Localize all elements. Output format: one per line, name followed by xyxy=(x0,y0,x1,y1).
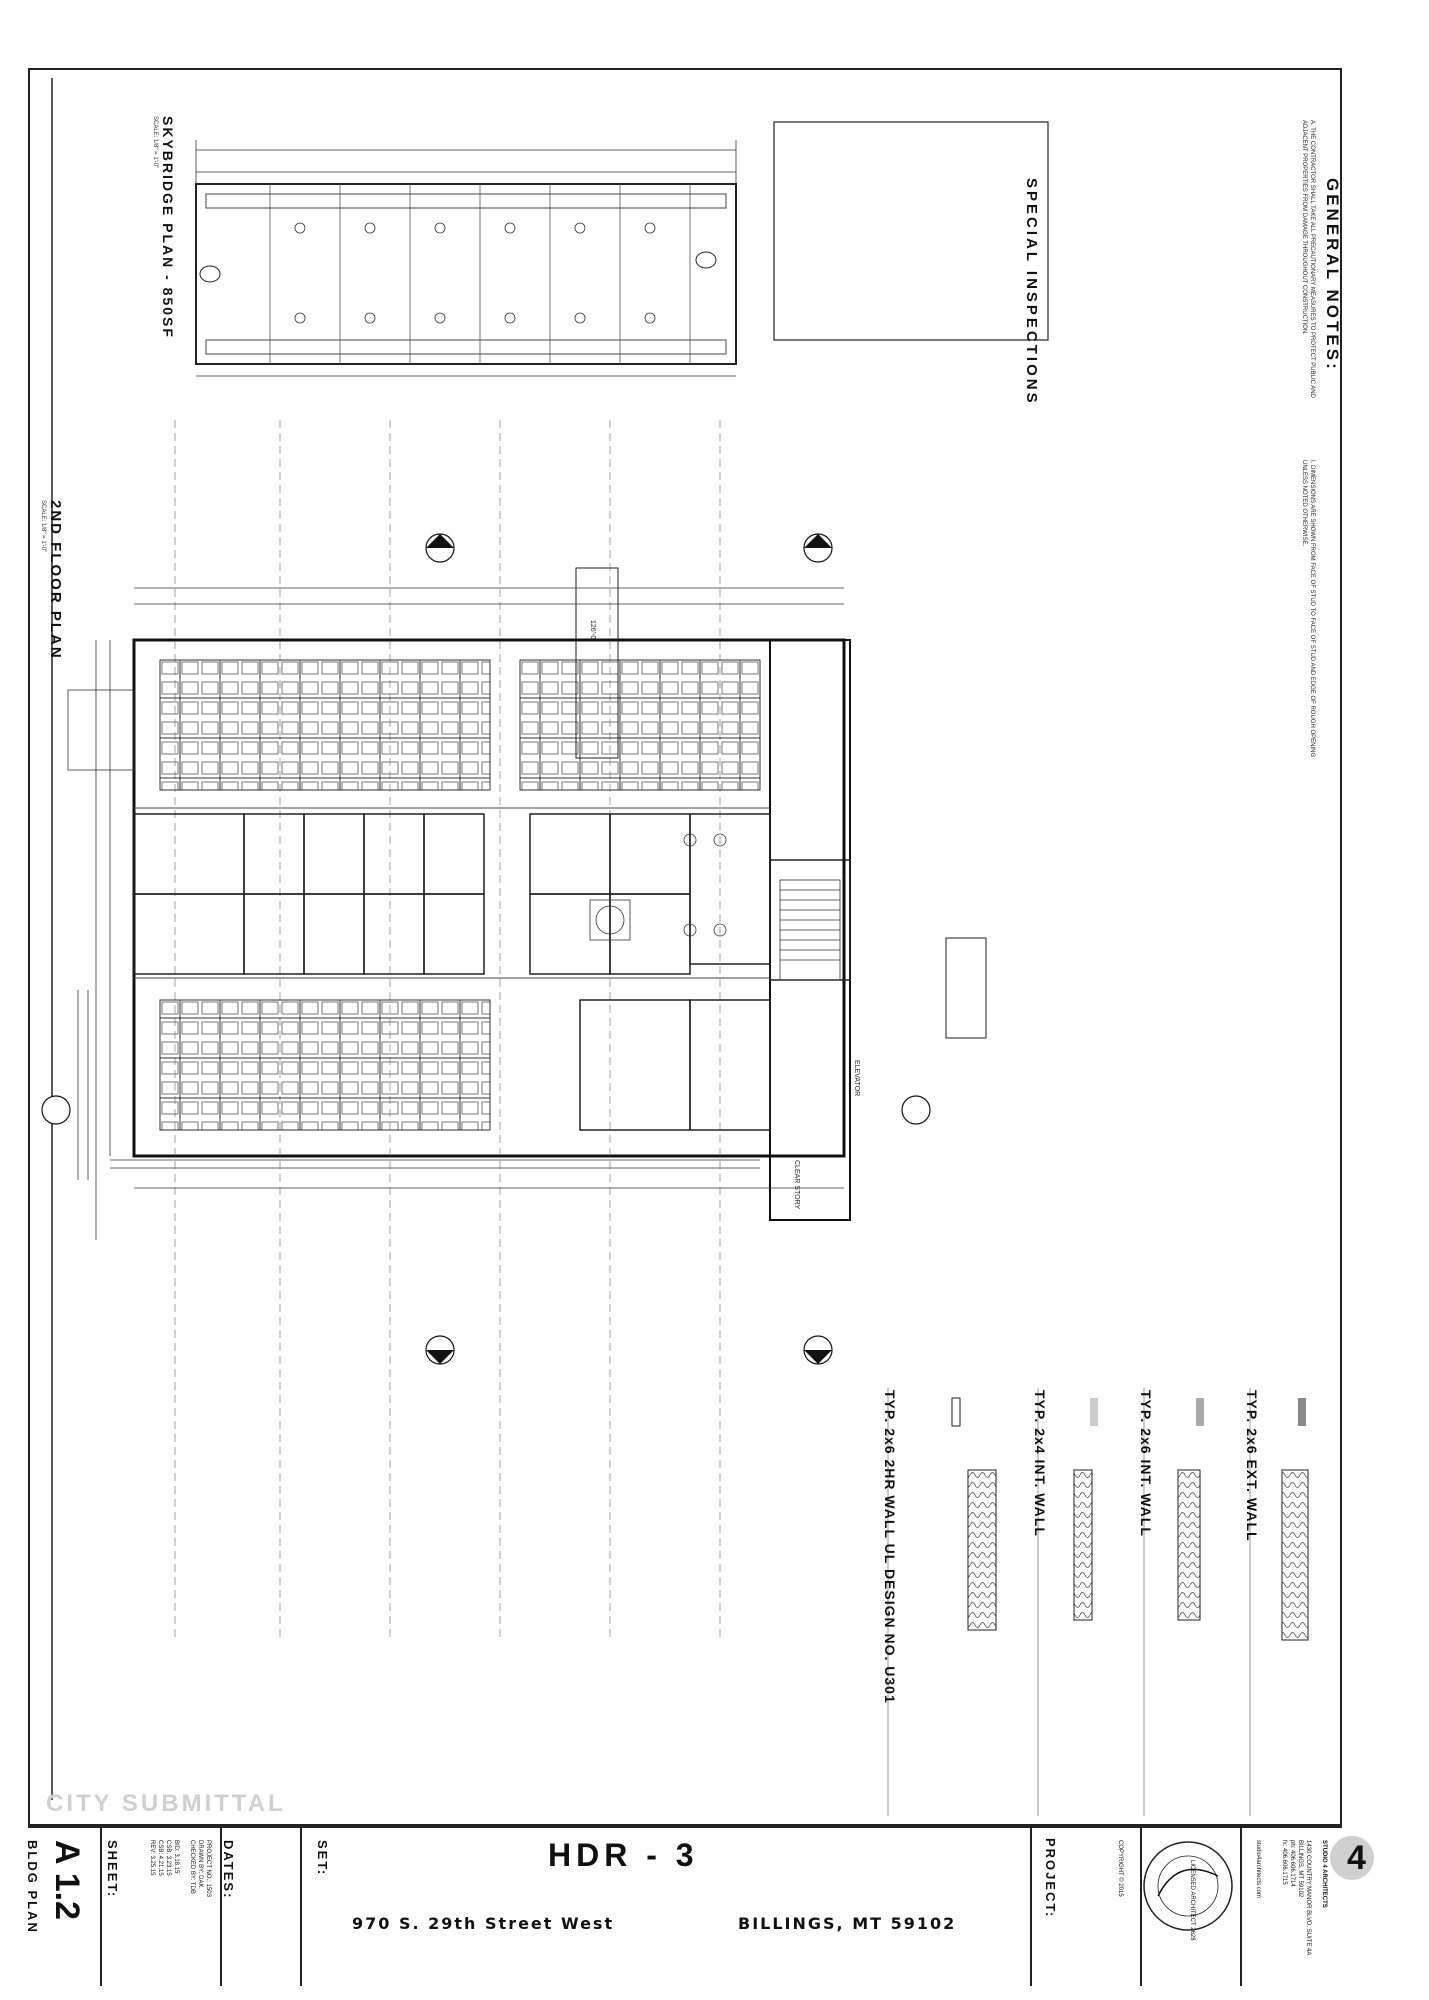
tb-divider xyxy=(1240,1826,1242,1986)
floor-plan-title: 2ND FLOOR PLAN xyxy=(47,500,64,660)
studio4-logo xyxy=(1330,1836,1374,1880)
special-inspections-box xyxy=(773,121,1049,341)
set-label: SET: xyxy=(315,1840,330,1877)
plan-drawing xyxy=(41,78,1309,1816)
wall-type-b-title: TYP. 2x6 INT. WALL xyxy=(1138,1390,1154,1537)
elevator-label: ELEVATOR xyxy=(853,1060,860,1097)
wall-details xyxy=(887,1388,1309,1816)
project-label: PROJECT: xyxy=(1043,1838,1058,1919)
project-street: 970 S. 29th Street West xyxy=(352,1914,615,1933)
city-submittal-watermark: CITY SUBMITTAL xyxy=(46,1790,286,1817)
architect-stamp xyxy=(1143,1841,1233,1931)
sheet-title: BLDG PLAN xyxy=(25,1840,40,1934)
tb-divider xyxy=(1140,1826,1142,1986)
logo-numeral: 4 xyxy=(1347,1839,1366,1877)
date-row: BID: 3.18.15 xyxy=(173,1840,179,1874)
checked-by: CHECKED BY: TDB xyxy=(189,1840,195,1894)
second-floor-plan xyxy=(41,420,987,1640)
date-row: CSB: 4.21.15 xyxy=(157,1840,163,1876)
dates-label: DATES: xyxy=(221,1840,236,1900)
skybridge-title: SKYBRIDGE PLAN - 850SF xyxy=(160,116,176,339)
firm-address-line: fx: 406.606.1715 xyxy=(1281,1840,1287,1885)
project-name: HDR - 3 xyxy=(548,1837,699,1873)
tb-divider xyxy=(220,1826,222,1986)
wall-type-c-title: TYP. 2x4 INT. WALL xyxy=(1032,1390,1048,1537)
general-notes-left: A. THE CONTRACTOR SHALL TAKE ALL PRECAUT… xyxy=(1300,120,1316,420)
tb-divider xyxy=(1030,1826,1032,1986)
floor-plan-scale: SCALE: 1/8" = 1'-0" xyxy=(40,500,46,553)
firm-address-line: BILLINGS, MT 59102 xyxy=(1297,1840,1303,1898)
project-no: PROJECT NO.: 1503 xyxy=(205,1840,211,1897)
tb-divider xyxy=(300,1826,302,1986)
sheet-label: SHEET: xyxy=(105,1840,120,1899)
skybridge-scale: SCALE: 1/8" = 1'-0" xyxy=(152,116,158,169)
overall-dim-label: 126'-0" xyxy=(589,620,596,642)
date-row: CSB: 3.23.15 xyxy=(165,1840,171,1876)
title-block xyxy=(28,1826,1342,1986)
sheet-number: A 1.2 xyxy=(48,1840,86,1921)
stamp-text: LICENSED ARCHITECT 2628 xyxy=(1189,1860,1195,1941)
date-row: REV: 3.25.15 xyxy=(149,1840,155,1876)
note-item: A. THE CONTRACTOR SHALL TAKE ALL PRECAUT… xyxy=(1301,120,1315,398)
firm-address-line: ph: 406.606.1714 xyxy=(1289,1840,1295,1887)
firm-address: 1430 COUNTRY MANOR BLVD. SUITE 4A BILLIN… xyxy=(1280,1840,1312,1955)
note-item: I. DIMENSIONS ARE SHOWN FROM FACE OF STU… xyxy=(1301,460,1315,758)
general-notes-heading: GENERAL NOTES: xyxy=(1323,178,1342,372)
firm-address-line: 1430 COUNTRY MANOR BLVD. SUITE 4A xyxy=(1305,1840,1311,1956)
skybridge-plan xyxy=(195,140,737,377)
date-list: BID: 3.18.15 CSB: 3.23.15 CSB: 4.21.15 R… xyxy=(148,1840,180,1876)
firm-name: STUDIO 4 ARCHITECTS xyxy=(1321,1840,1327,1908)
general-notes-right: I. DIMENSIONS ARE SHOWN FROM FACE OF STU… xyxy=(1300,460,1316,780)
clear-story-label: CLEAR STORY xyxy=(793,1160,800,1210)
wall-type-d-title: TYP. 2x6 2HR WALL UL DESIGN NO. U301 xyxy=(882,1390,898,1704)
firm-web: studio4architects.com xyxy=(1255,1840,1261,1899)
copyright: COPYRIGHT © 2015 xyxy=(1117,1840,1123,1897)
project-info: PROJECT NO.: 1503 DRAWN BY: DAK CHECKED … xyxy=(188,1840,212,1897)
tb-divider xyxy=(100,1826,102,1986)
project-city: BILLINGS, MT 59102 xyxy=(738,1914,957,1933)
special-inspections-heading: SPECIAL INSPECTIONS xyxy=(1023,178,1040,406)
drawing-border xyxy=(28,68,1342,1826)
drawn-by: DRAWN BY: DAK xyxy=(197,1840,203,1888)
wall-type-a-title: TYP. 2x6 EXT. WALL xyxy=(1244,1390,1260,1542)
